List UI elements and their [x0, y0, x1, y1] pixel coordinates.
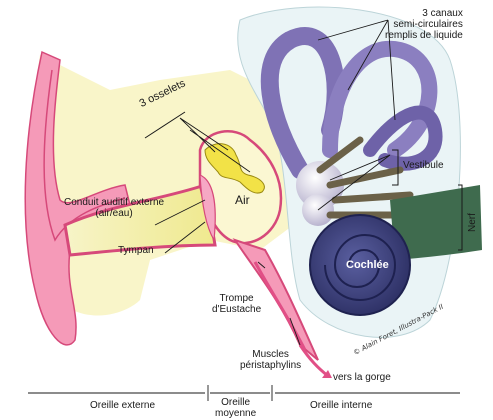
muscles-line-2: péristaphylins [240, 360, 301, 371]
trompe-label: Trompe d'Eustache [212, 293, 261, 315]
vestibule-label: Vestibule [403, 160, 444, 171]
nerf-label: Nerf [467, 213, 478, 232]
trompe-line-1: Trompe [212, 293, 261, 304]
canaux-label: 3 canaux semi-circulaires remplis de liq… [385, 8, 463, 41]
oreille-moyenne-label: Oreille moyenne [215, 397, 256, 419]
gorge-label: vers la gorge [333, 372, 391, 383]
muscles-label: Muscles péristaphylins [240, 349, 301, 371]
trompe-line-2: d'Eustache [212, 304, 261, 315]
canaux-line-1: 3 canaux [385, 8, 463, 19]
moyenne-line-1: Oreille [215, 397, 256, 408]
conduit-label: Conduit auditif externe (air/eau) [64, 197, 164, 219]
canaux-line-3: remplis de liquide [385, 30, 463, 41]
cochlee-label: Cochlée [346, 260, 389, 271]
muscles-line-1: Muscles [240, 349, 301, 360]
oreille-interne-label: Oreille interne [310, 400, 372, 411]
oreille-externe-label: Oreille externe [90, 400, 155, 411]
conduit-line-2: (air/eau) [64, 208, 164, 219]
tympan-label: Tympan [118, 245, 154, 256]
canaux-line-2: semi-circulaires [385, 19, 463, 30]
conduit-line-1: Conduit auditif externe [64, 197, 164, 208]
moyenne-line-2: moyenne [215, 408, 256, 419]
air-label: Air [235, 195, 250, 206]
